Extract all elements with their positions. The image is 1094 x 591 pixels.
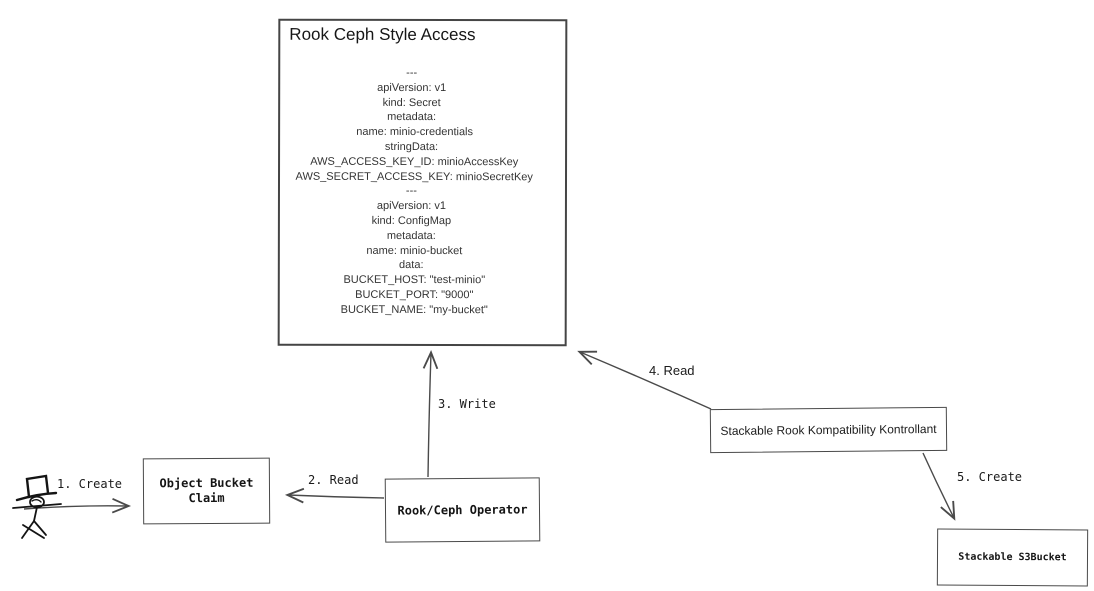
yaml-line: metadata: <box>387 111 437 124</box>
edge-label-write-manifest: 3. Write <box>438 397 496 411</box>
arrow-write-manifest <box>422 349 439 478</box>
yaml-manifest: --- apiVersion: v1 kind: Secret metadata: n… <box>290 66 533 318</box>
yaml-line: apiVersion: v1 <box>376 200 446 213</box>
user-stick-figure-icon <box>12 474 62 539</box>
yaml-line: BUCKET_HOST: "test-minio" <box>337 273 486 287</box>
yaml-line: --- <box>405 185 417 198</box>
node-label: Stackable Rook Kompatibility Kontrollant <box>720 421 937 439</box>
yaml-line: BUCKET_PORT: "9000" <box>349 288 474 302</box>
arrow-create-obc <box>23 497 132 514</box>
node-stackable-s3bucket: Stackable S3Bucket <box>936 528 1089 587</box>
edge-label-create-obc: 1. Create <box>57 477 123 491</box>
yaml-line: data: <box>399 259 424 272</box>
yaml-line: name: minio-credentials <box>350 126 474 139</box>
rook-ceph-style-access-panel: Rook Ceph Style Access --- apiVersion: v1… <box>277 18 568 347</box>
node-stackable-rook-kompatibility-kontrollant: Stackable Rook Kompatibility Kontrollant <box>709 406 948 454</box>
yaml-line: BUCKET_NAME: "my-bucket" <box>334 303 488 316</box>
yaml-line: kind: Secret <box>382 96 441 109</box>
yaml-line: --- <box>406 66 418 79</box>
yaml-line: metadata: <box>386 229 436 242</box>
node-label: Object Bucket Claim <box>159 475 254 506</box>
edge-label-read-manifest: 4. Read <box>649 363 695 378</box>
yaml-line: AWS_SECRET_ACCESS_KEY: minioSecretKey <box>290 170 533 183</box>
node-label: Stackable S3Bucket <box>958 551 1067 564</box>
arrow-read-manifest <box>577 350 712 410</box>
panel-title: Rook Ceph Style Access <box>289 24 476 45</box>
yaml-line: kind: ConfigMap <box>371 214 452 228</box>
edge-label-read-obc: 2. Read <box>308 473 359 487</box>
arrow-read-obc <box>284 487 385 504</box>
edge-label-create-s3bucket: 5. Create <box>957 470 1023 484</box>
node-label: Rook/Ceph Operator <box>397 502 528 518</box>
yaml-line: stringData: <box>384 140 439 154</box>
yaml-line: apiVersion: v1 <box>377 81 447 94</box>
yaml-line: name: minio-bucket <box>360 244 463 257</box>
node-object-bucket-claim: Object Bucket Claim <box>142 457 271 525</box>
node-rook-ceph-operator: Rook/Ceph Operator <box>384 477 541 543</box>
arrow-create-s3bucket <box>922 452 956 521</box>
yaml-line: AWS_ACCESS_KEY_ID: minioAccessKey <box>304 155 519 168</box>
